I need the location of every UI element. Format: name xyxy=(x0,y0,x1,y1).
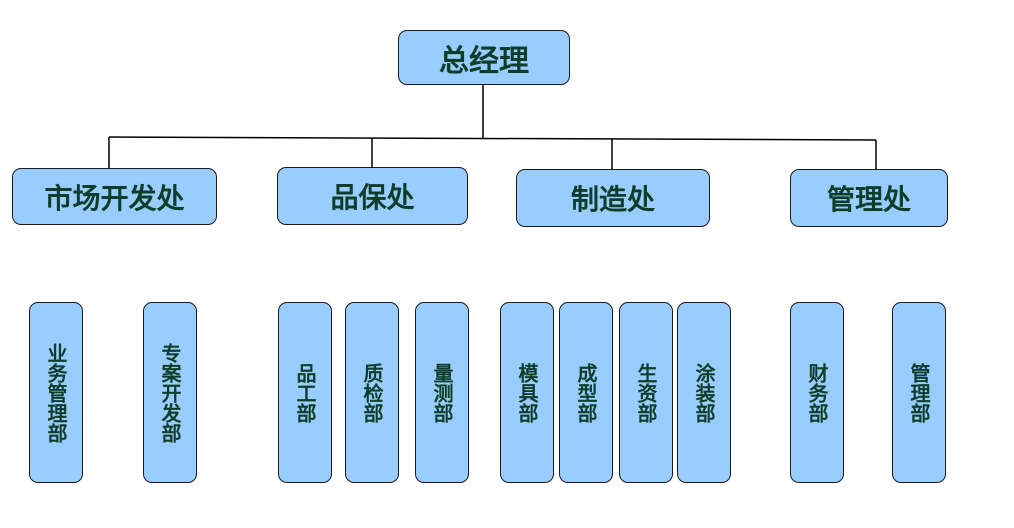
division-box-marketing: 市场开发处 xyxy=(12,168,217,225)
department-box: 质检部 xyxy=(345,302,399,483)
department-label: 品工部 xyxy=(293,362,317,423)
general-manager-label: 总经理 xyxy=(439,43,529,79)
department-box: 涂装部 xyxy=(677,302,731,483)
department-label: 量测部 xyxy=(430,362,454,423)
department-label: 生资部 xyxy=(634,362,658,423)
department-box: 生资部 xyxy=(619,302,673,483)
division-label: 品保处 xyxy=(330,181,415,214)
division-box-quality: 品保处 xyxy=(277,167,468,225)
connector-horizontal xyxy=(108,136,877,141)
department-label: 专案开发部 xyxy=(158,342,182,443)
department-box: 模具部 xyxy=(500,302,554,483)
department-label: 模具部 xyxy=(515,362,539,423)
division-label: 市场开发处 xyxy=(44,181,185,215)
division-box-manufacturing: 制造处 xyxy=(516,169,710,227)
department-label: 业务管理部 xyxy=(44,342,68,443)
department-box: 业务管理部 xyxy=(29,302,83,483)
department-box: 管理部 xyxy=(892,302,946,483)
department-box: 量测部 xyxy=(415,302,469,483)
division-box-management: 管理处 xyxy=(790,169,948,227)
department-box: 品工部 xyxy=(278,302,332,483)
department-label: 涂装部 xyxy=(692,362,716,423)
department-label: 管理部 xyxy=(907,362,931,423)
department-box: 财务部 xyxy=(790,302,844,483)
division-label: 管理处 xyxy=(826,183,911,216)
department-label: 财务部 xyxy=(805,362,829,423)
department-box: 成型部 xyxy=(559,302,613,483)
division-label: 制造处 xyxy=(570,183,655,216)
department-label: 质检部 xyxy=(360,362,384,423)
department-label: 成型部 xyxy=(574,362,598,423)
general-manager-box: 总经理 xyxy=(398,30,570,85)
department-box: 专案开发部 xyxy=(143,302,197,483)
